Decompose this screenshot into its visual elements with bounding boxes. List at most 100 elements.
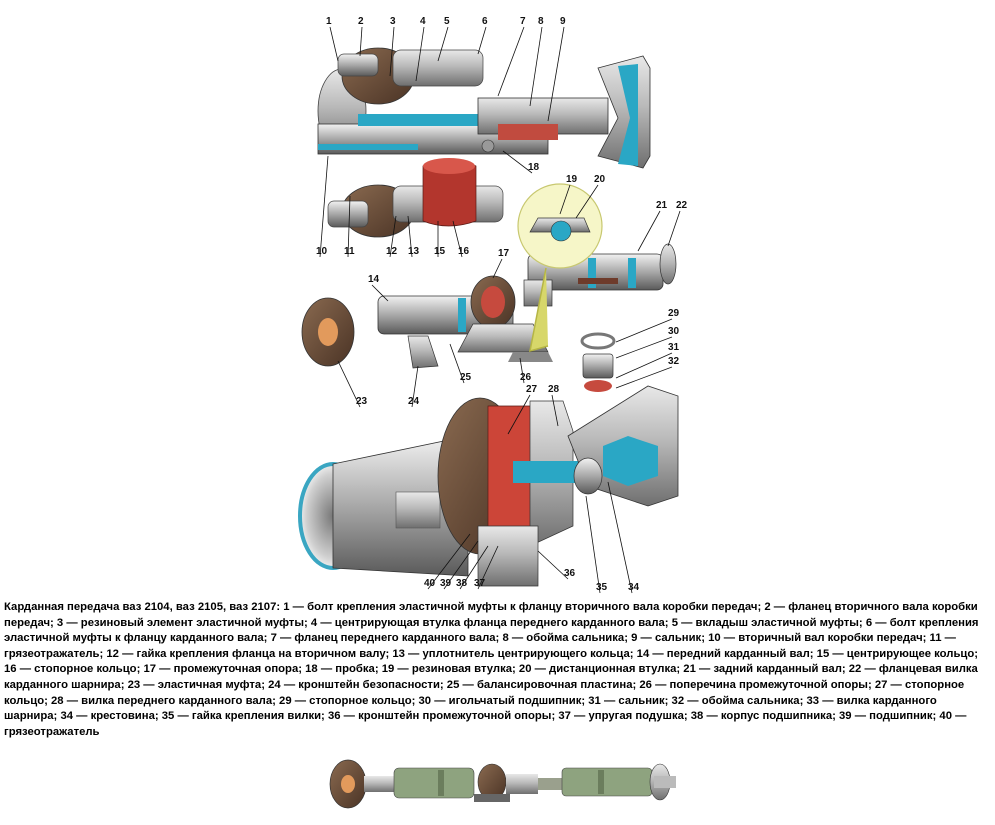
part-number-label: 19	[566, 174, 578, 185]
part-number-label: 31	[668, 342, 680, 353]
part-number-label: 37	[474, 578, 486, 589]
leader-line	[415, 26, 425, 82]
part-number-label: 34	[628, 582, 640, 593]
leader-line	[359, 26, 363, 57]
support-bearing-assembly	[298, 332, 679, 587]
caption-item: 7 — фланец переднего карданного вала;	[267, 632, 500, 645]
part-number-label: 35	[596, 582, 608, 593]
propeller-shaft-assembly	[301, 183, 677, 369]
part-number-label: 8	[538, 16, 544, 27]
caption-item: 3 — резиновый элемент эластичной муфты;	[53, 616, 308, 629]
caption-item: 17 — промежуточная опора;	[140, 663, 302, 676]
part-number-label: 20	[594, 174, 606, 185]
caption-item: 39 — подшипник;	[835, 710, 937, 723]
part-number-label: 32	[668, 356, 680, 367]
leader-line	[615, 366, 673, 389]
part-number-label: 14	[368, 274, 380, 285]
caption-item: 11 — грязеотражатель;	[4, 632, 956, 660]
caption-items: 1 — болт крепления эластичной муфты к фл…	[4, 601, 978, 738]
part-number-label: 24	[408, 396, 420, 407]
leader-line	[537, 550, 569, 580]
leader-line	[477, 26, 487, 55]
leader-line	[497, 26, 525, 97]
caption-item: 1 — болт крепления эластичной муфты к фл…	[283, 601, 762, 613]
leader-line	[492, 258, 503, 279]
caption-item: 34 — крестовина;	[57, 710, 159, 723]
leader-line	[449, 343, 465, 384]
caption-item: 40 — грязеотражатель	[4, 710, 967, 738]
caption-title: Карданная передача ваз 2104, ваз 2105, в…	[4, 601, 281, 613]
caption-item: 6 — болт крепления эластичной муфты к фл…	[4, 616, 979, 645]
caption-item: 35 — гайка крепления вилки;	[158, 710, 325, 723]
part-number-label: 11	[344, 246, 355, 257]
caption-item: 20 — дистанционная втулка;	[515, 663, 681, 676]
thumbnail-shaft	[329, 759, 676, 809]
caption-item: 14 — передний карданный вал;	[633, 647, 814, 660]
leader-line	[411, 365, 419, 408]
leader-line	[452, 220, 463, 258]
leader-line	[615, 318, 673, 343]
caption-item: 5 — вкладыш эластичной муфты;	[668, 616, 863, 629]
leader-line	[559, 184, 571, 215]
caption-item: 30 — игольчатый подшипник;	[415, 694, 586, 707]
caption-item: 24 — кронштейн безопасности;	[264, 678, 444, 691]
caption-item: 26 — поперечина промежуточной опоры;	[636, 678, 872, 691]
elastic-coupling-assembly	[317, 47, 651, 238]
caption-item: 15 — центрирующее кольцо;	[813, 647, 979, 660]
caption-item: 23 — эластичная муфта;	[124, 678, 265, 691]
part-number-label: 26	[520, 372, 532, 383]
leader-line	[502, 150, 533, 174]
leader-line	[443, 540, 479, 590]
leader-line	[507, 394, 531, 435]
part-number-label: 27	[526, 384, 538, 395]
caption-item: 18 — пробка;	[302, 663, 379, 676]
part-number-label: 12	[386, 246, 398, 257]
leader-line	[607, 481, 633, 594]
part-number-label: 39	[440, 578, 452, 589]
part-number-label: 6	[482, 16, 488, 27]
caption-item: 4 — центрирующая втулка фланца переднего…	[307, 616, 669, 629]
part-number-label: 1	[326, 16, 332, 27]
part-number-label: 3	[390, 16, 396, 27]
caption-item: 16 — стопорное кольцо;	[4, 663, 141, 676]
leader-line	[427, 533, 471, 590]
leader-line	[371, 284, 389, 302]
leader-line	[551, 394, 559, 427]
leader-line	[519, 357, 525, 384]
caption-item: 12 — гайка крепления фланца на вторичном…	[103, 647, 390, 660]
leader-line	[615, 336, 673, 359]
leader-line	[389, 26, 395, 77]
caption-item: 29 — стопорное кольцо;	[275, 694, 416, 707]
part-number-label: 30	[668, 326, 680, 337]
caption-item: 32 — обойма сальника;	[668, 694, 804, 707]
part-number-label: 9	[560, 16, 566, 27]
part-number-label: 38	[456, 578, 468, 589]
part-number-label: 36	[564, 568, 576, 579]
caption-item: 33 — вилка карданного шарнира;	[4, 694, 937, 723]
caption-item: 27 — стопорное кольцо;	[4, 678, 965, 707]
leader-line	[437, 26, 449, 62]
part-number-label: 10	[316, 246, 328, 257]
caption-item: 38 — корпус подшипника;	[687, 710, 836, 723]
leader-line	[585, 495, 601, 594]
caption-item: 19 — резиновая втулка;	[378, 663, 516, 676]
caption-item: 25 — балансировочная пластина;	[443, 678, 637, 691]
part-number-label: 29	[668, 308, 680, 319]
part-number-label: 28	[548, 384, 560, 395]
leader-line	[407, 215, 413, 258]
part-number-label: 21	[656, 200, 668, 211]
part-number-label: 7	[520, 16, 526, 27]
part-number-label: 16	[458, 246, 470, 257]
leader-line	[615, 352, 673, 379]
leader-line	[329, 26, 339, 62]
part-number-label: 2	[358, 16, 364, 27]
leader-line	[575, 184, 599, 219]
part-number-label: 13	[408, 246, 420, 257]
part-number-label: 15	[434, 246, 446, 257]
leader-line	[667, 210, 681, 247]
caption-item: 10 — вторичный вал коробки передач;	[704, 632, 927, 645]
caption-item: 37 — упругая подушка;	[555, 710, 688, 723]
caption-item: 22 — фланцевая вилка карданного шарнира;	[4, 663, 978, 691]
part-number-label: 4	[420, 16, 426, 27]
